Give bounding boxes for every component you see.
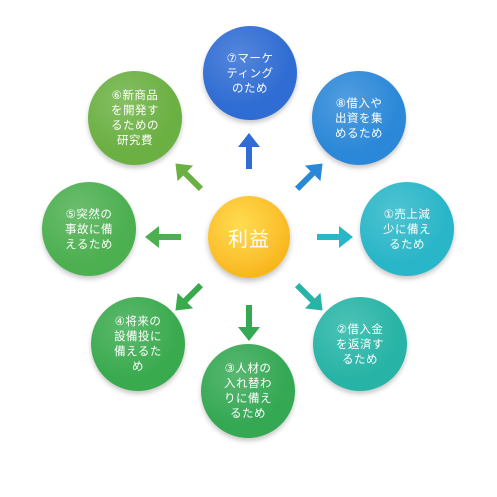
arrow-down xyxy=(238,305,260,341)
arrow-right xyxy=(317,226,353,248)
node-future-equipment: ④将来の設備投に備えるため xyxy=(91,297,185,391)
node-sales-decline-label: ①売上減少に備えるため xyxy=(383,206,431,251)
center-profit: 利益 xyxy=(208,196,290,278)
node-rnd-cost-label: ⑥新商品を開発するための研究費 xyxy=(111,88,159,147)
node-raise-funds-label: ⑧借入や出資を集めるため xyxy=(335,95,383,140)
arrow-up-right xyxy=(294,163,323,192)
center-profit-label: 利益 xyxy=(228,226,270,251)
node-repay-loan: ②借入金を返済するため xyxy=(313,297,407,391)
arrow-down-right xyxy=(294,282,323,311)
arrow-up-left xyxy=(175,163,204,192)
node-sudden-accident: ⑤突然の事故に備えるため xyxy=(42,182,136,276)
node-raise-funds: ⑧借入や出資を集めるため xyxy=(312,71,406,165)
node-sales-decline: ①売上減少に備えるため xyxy=(360,182,454,276)
arrow-left xyxy=(145,226,181,248)
node-staff-turnover: ③人材の入れ替わりに備えるため xyxy=(201,344,295,438)
node-rnd-cost: ⑥新商品を開発するための研究費 xyxy=(88,71,182,165)
node-staff-turnover-label: ③人材の入れ替わりに備えるため xyxy=(224,361,272,420)
node-repay-loan-label: ②借入金を返済するため xyxy=(336,321,384,366)
node-sudden-accident-label: ⑤突然の事故に備えるため xyxy=(65,206,113,251)
node-marketing-label: ⑦マーケティングのため xyxy=(226,50,274,95)
arrow-up xyxy=(238,133,260,169)
arrow-down-left xyxy=(175,282,204,311)
node-future-equipment-label: ④将来の設備投に備えるため xyxy=(114,314,162,373)
node-marketing: ⑦マーケティングのため xyxy=(203,26,297,120)
